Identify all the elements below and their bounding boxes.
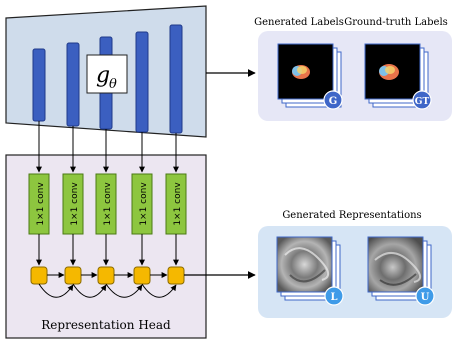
conv-label: 1×1 conv xyxy=(70,182,80,226)
encoder-bar xyxy=(169,24,183,134)
conv-block: 1×1 conv xyxy=(95,173,117,235)
agg-node xyxy=(133,266,151,285)
groundtruth-labels-title: Ground-truth Labels xyxy=(344,17,448,28)
encoder-bar xyxy=(135,31,149,133)
conv-label: 1×1 conv xyxy=(173,182,183,226)
badge-l-text: L xyxy=(330,292,337,303)
agg-node xyxy=(64,266,82,285)
conv-block: 1×1 conv xyxy=(131,173,153,235)
g-theta-box: g θ xyxy=(86,54,128,94)
badge-gt-text: GT xyxy=(415,97,430,107)
badge-u-text: U xyxy=(421,292,430,303)
conv-label: 1×1 conv xyxy=(139,182,149,226)
agg-node xyxy=(97,266,115,285)
conv-block: 1×1 conv xyxy=(165,173,187,235)
representation-head-title: Representation Head xyxy=(41,318,171,332)
generated-representations-title: Generated Representations xyxy=(282,210,421,221)
encoder-bars xyxy=(32,24,183,134)
agg-node xyxy=(167,266,185,285)
encoder-bar xyxy=(66,42,80,127)
agg-node xyxy=(30,266,48,285)
skip-arcs xyxy=(38,283,177,298)
badge-g-text: G xyxy=(329,96,338,107)
representation-stack-right: U xyxy=(367,236,435,306)
bar-to-conv-arrows xyxy=(36,121,179,173)
g-subscript: θ xyxy=(109,77,117,92)
badge-gt xyxy=(412,90,432,110)
encoder-bar xyxy=(32,48,46,122)
conv-block: 1×1 conv xyxy=(62,173,84,235)
conv-label: 1×1 conv xyxy=(103,182,113,226)
generated-labels-stack: G xyxy=(277,43,343,110)
aggregation-nodes xyxy=(30,266,185,285)
conv-label: 1×1 conv xyxy=(36,182,46,226)
representation-stack-left: L xyxy=(276,236,344,306)
conv-blocks: 1×1 conv 1×1 conv 1×1 conv 1×1 conv 1×1 … xyxy=(28,173,187,235)
conv-block: 1×1 conv xyxy=(28,173,50,235)
badge-l xyxy=(324,286,344,306)
generated-labels-title: Generated Labels xyxy=(254,17,344,28)
groundtruth-labels-stack: GT xyxy=(364,43,432,110)
g-symbol: g xyxy=(96,63,110,88)
conv-to-node-arrows xyxy=(36,234,179,266)
badge-u xyxy=(415,286,435,306)
badge-g xyxy=(323,90,343,110)
